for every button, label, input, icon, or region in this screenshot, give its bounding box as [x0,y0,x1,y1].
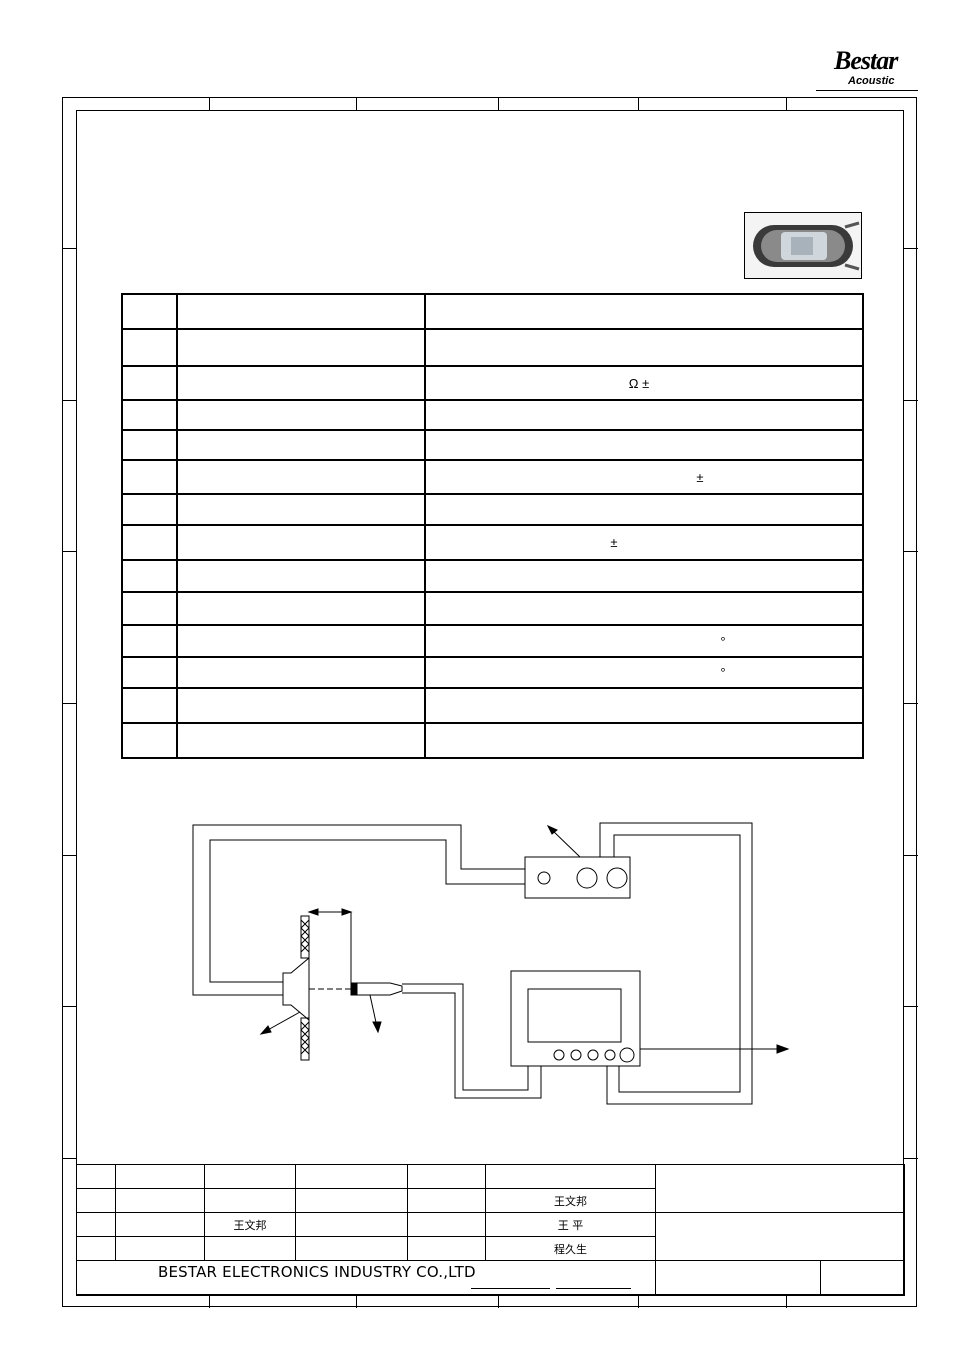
table-row: Ω ± [121,365,864,401]
test-circuit-diagram [192,822,790,1105]
tolerance-value: ± [424,459,864,495]
speaker-under-test [282,956,310,1022]
revision-author: 王文邦 [204,1212,296,1237]
impedance-value: Ω ± [424,365,864,401]
degree-value: ° [424,656,864,689]
table-row [121,493,864,526]
drawing-frame-outer [62,97,917,1307]
cable-mic-to-analyzer [402,983,529,1091]
table-row [121,429,864,461]
table-row [121,591,864,626]
tolerance-value: ± [424,524,864,561]
product-photo [744,212,862,279]
table-row: ° [121,624,864,658]
approved-by: 程久生 [485,1236,656,1261]
logo-wordmark: Bestar [834,46,898,75]
cable-amp-to-analyzer [599,822,753,1105]
baffle-bottom [300,1017,310,1061]
table-row: ± [121,524,864,561]
drawn-by: 王文邦 [485,1188,656,1213]
baffle-top [300,915,310,959]
degree-value: ° [424,624,864,658]
analyzer-box [510,970,641,1067]
company-name: BESTAR ELECTRONICS INDUSTRY CO.,LTD [158,1263,476,1281]
signature-line [471,1288,550,1289]
table-row: 王文邦 王 平 [76,1212,905,1261]
table-row [121,328,864,367]
table-row [76,1260,905,1296]
table-row: 王文邦 [76,1188,905,1213]
table-row: ± [121,459,864,495]
checked-by: 王 平 [485,1212,656,1237]
table-row [121,687,864,724]
speaker-image [745,213,861,278]
cable-speaker-to-amp [192,824,525,996]
table-row [121,399,864,431]
table-row [121,559,864,593]
specification-table: Ω ± ± ± ° ° [121,293,864,759]
table-row [121,722,864,759]
table-row: ° [121,656,864,689]
table-row [76,1164,905,1213]
company-logo: Bestar Acoustic [816,42,918,92]
logo-subtitle: Acoustic [848,75,895,87]
table-row [121,293,864,330]
signature-line [556,1288,631,1289]
microphone [350,982,358,996]
logo-underline [816,90,918,91]
title-block: 王文邦 王文邦 王 平 程久生 [76,1164,905,1296]
amplifier-box [524,856,631,899]
